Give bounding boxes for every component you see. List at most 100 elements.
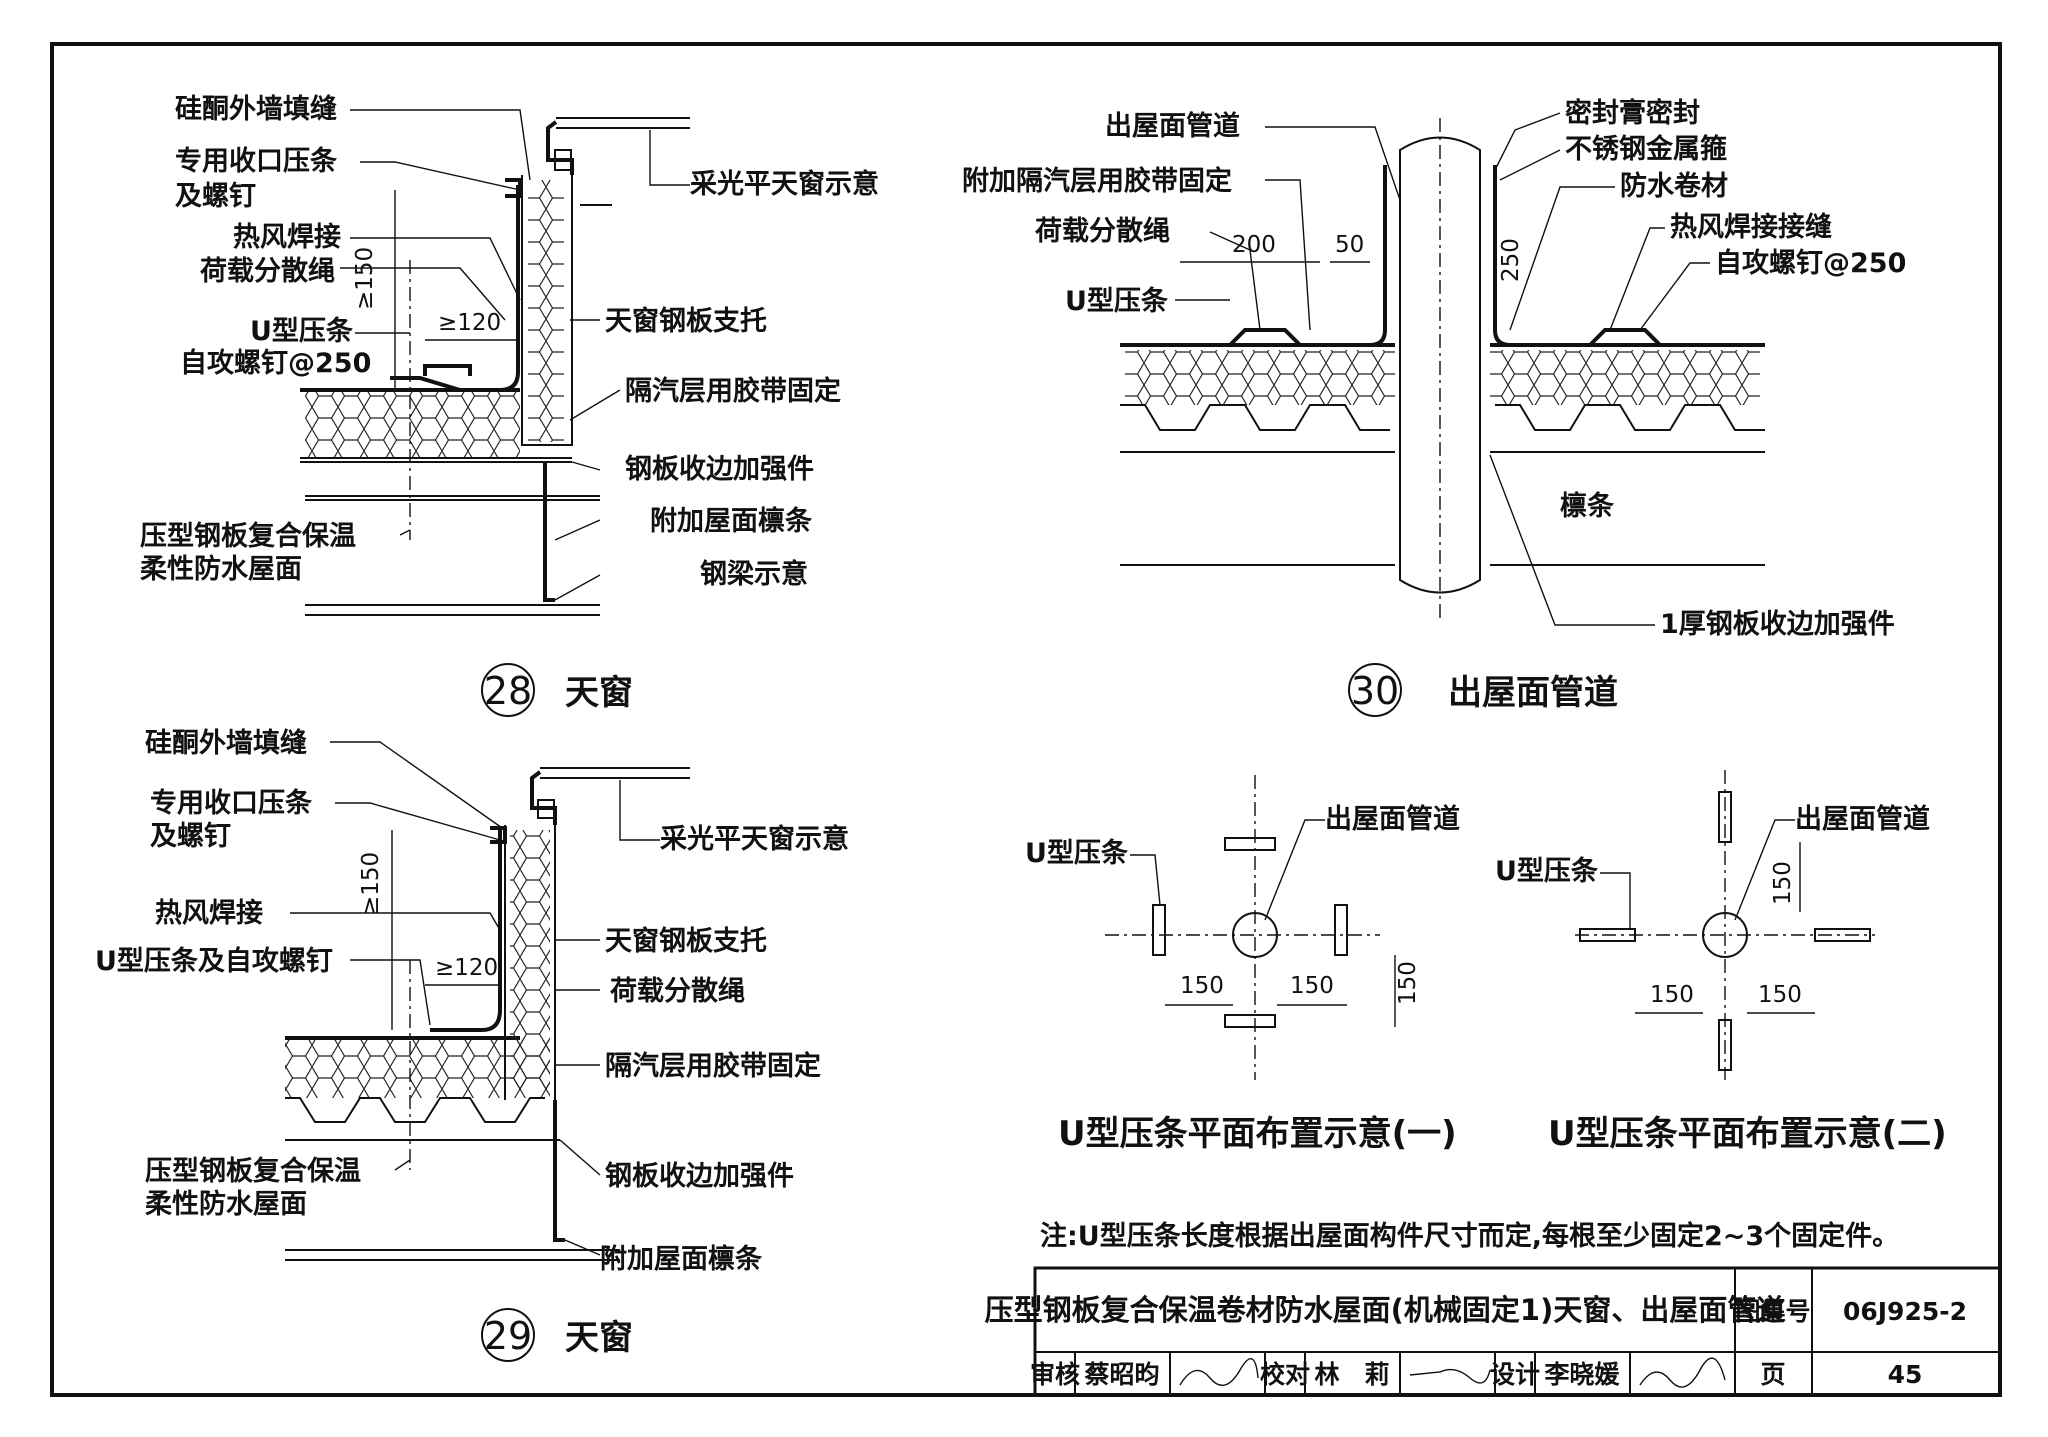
label-tape-30: 附加隔汽层用胶带固定 [962,165,1232,197]
atlas-label: 图集号 [1735,1297,1810,1326]
label-ustrip-28: U型压条 [250,316,354,347]
plan-1: 150 150 150 U型压条 出屋面管道 U型压条平面布置示意(一) [1025,775,1460,1154]
label-weld-28: 热风焊接 [233,222,341,253]
label-beam-28: 钢梁示意 [700,558,808,590]
design-label: 设计 [1490,1360,1540,1389]
plan-1-dim-vert: 150 [1395,961,1421,1005]
sheet-border [50,42,2002,1397]
detail-29-caption: 天窗 [565,1318,633,1358]
plan-1-strip-top [1224,837,1276,851]
plan-1-pipe [1232,912,1278,958]
dim-width-28: ≥120 [438,310,501,336]
designer-signature [1639,1357,1726,1388]
upstand-insulation [528,180,564,442]
label-roof2-29: 柔性防水屋面 [145,1189,307,1220]
detail-29: ≥150 ≥120 硅酮外墙填缝 专用收口压条 及螺钉 采光平天窗示意 热风焊接… [95,727,849,1362]
plan-1-label-ustrip: U型压条 [1025,838,1129,869]
label-pipe-30: 出屋面管道 [1105,110,1240,142]
dim-c-30: 250 [1498,238,1524,282]
detail-30-bubble [1348,663,1402,717]
dim-b-30: 50 [1335,232,1364,258]
detail-28-bubble [481,663,535,717]
label-hoop-30: 不锈钢金属箍 [1565,133,1727,165]
label-rope-29: 荷载分散绳 [610,976,745,1007]
title-block: 压型钢板复合保温卷材防水屋面(机械固定1)天窗、出屋面管道 图集号 06J925… [985,1266,2002,1397]
label-rope-30: 荷载分散绳 [1035,216,1170,247]
label-screw-28: 自攻螺钉@250 [180,347,371,379]
title-block-title: 压型钢板复合保温卷材防水屋面(机械固定1)天窗、出屋面管道 [985,1293,1786,1327]
dim-height-28: ≥150 [352,247,378,310]
designer-name: 李晓媛 [1544,1360,1620,1389]
roof-pipe [1399,136,1481,594]
plan-2-label-ustrip: U型压条 [1495,856,1599,887]
detail-30: 200 50 250 出屋面管道 附加隔汽层用胶带固定 荷载分散绳 U型压条 密… [962,97,1906,717]
atlas-number: 06J925-2 [1843,1297,1967,1326]
label-sealant-30: 密封膏密封 [1565,97,1700,129]
plan-1-strip-bottom [1224,1014,1276,1028]
plan-2-caption: U型压条平面布置示意(二) [1548,1114,1947,1154]
label-tape-28: 隔汽层用胶带固定 [625,375,841,407]
label-screw-30: 自攻螺钉@250 [1715,247,1906,279]
label-ustrip-29: U型压条及自攻螺钉 [95,945,333,977]
label-clamp-28: 专用收口压条 [175,146,338,177]
plan-1-caption: U型压条平面布置示意(一) [1058,1114,1457,1154]
plan-2-pipe [1702,912,1748,958]
label-clamp2-29: 及螺钉 [150,821,231,852]
label-silicone-28: 硅酮外墙填缝 [175,93,337,125]
detail-30-caption: 出屋面管道 [1448,673,1618,713]
plan-1-label-pipe: 出屋面管道 [1325,803,1460,835]
label-edge-29: 钢板收边加强件 [605,1161,794,1192]
label-support-28: 天窗钢板支托 [605,305,767,337]
check-label: 校对 [1260,1360,1310,1389]
label-membrane-30: 防水卷材 [1620,171,1728,202]
detail-28: ≥150 ≥120 硅酮外墙填缝 专用收口压条 及螺钉 热风焊接 荷载分散绳 U… [140,93,879,717]
roof-insulation [305,392,520,458]
plan-1-dim-left: 150 [1180,973,1224,999]
label-clamp2-28: 及螺钉 [175,181,256,212]
page-number: 45 [1888,1360,1923,1389]
plan-2-strip-top [1718,791,1732,843]
plan-2-label-pipe: 出屋面管道 [1795,803,1930,835]
label-edge-30: 1厚钢板收边加强件 [1660,609,1895,640]
label-roof1-29: 压型钢板复合保温 [145,1155,361,1187]
checker-name: 林 莉 [1314,1360,1389,1389]
roof-insulation-30-left [1125,350,1395,405]
roof-insulation-30-right [1490,350,1760,405]
checker-signature [1409,1368,1491,1384]
detail-28-number: 28 [484,669,532,713]
page-label: 页 [1760,1360,1785,1389]
plan-2-dim-left: 150 [1650,982,1694,1008]
label-clamp-29: 专用收口压条 [150,788,313,819]
label-purlin-28: 附加屋面檩条 [650,505,813,537]
label-rope-28: 荷载分散绳 [200,256,335,287]
general-note: 注:U型压条长度根据出屋面构件尺寸而定,每根至少固定2~3个固定件。 [1040,1220,1899,1252]
label-purlin-29: 附加屋面檩条 [600,1243,763,1275]
plan-2-strip-left [1579,928,1636,942]
label-support-29: 天窗钢板支托 [605,925,767,957]
label-purlin-30: 檩条 [1560,490,1615,522]
reviewer-signature [1179,1358,1259,1387]
plan-2-strip-bottom [1718,1019,1732,1071]
detail-30-number: 30 [1351,669,1399,713]
label-edge-28: 钢板收边加强件 [625,454,814,485]
upstand-insulation-29 [510,830,550,1090]
dim-width-29: ≥120 [435,955,498,981]
plan-2: 150 150 150 U型压条 出屋面管道 U型压条平面布置示意(二) [1495,770,1947,1154]
plan-2-dim-right: 150 [1758,982,1802,1008]
dim-height-29: ≥150 [358,852,384,915]
plan-1-strip-right [1334,904,1348,956]
label-tape-29: 隔汽层用胶带固定 [605,1050,821,1082]
label-skylight-28: 采光平天窗示意 [690,168,879,200]
plan-1-dim-right: 150 [1290,973,1334,999]
label-roof1-28: 压型钢板复合保温 [140,520,356,552]
plan-2-dim-vert: 150 [1770,861,1796,905]
detail-29-bubble [481,1308,535,1362]
plan-2-strip-right [1814,928,1871,942]
label-skylight-29: 采光平天窗示意 [660,823,849,855]
label-weld-29: 热风焊接 [155,898,263,929]
plan-1-strip-left [1152,904,1166,956]
label-roof2-28: 柔性防水屋面 [140,554,302,585]
reviewer-name: 蔡昭昀 [1084,1360,1159,1389]
detail-28-caption: 天窗 [565,673,633,713]
